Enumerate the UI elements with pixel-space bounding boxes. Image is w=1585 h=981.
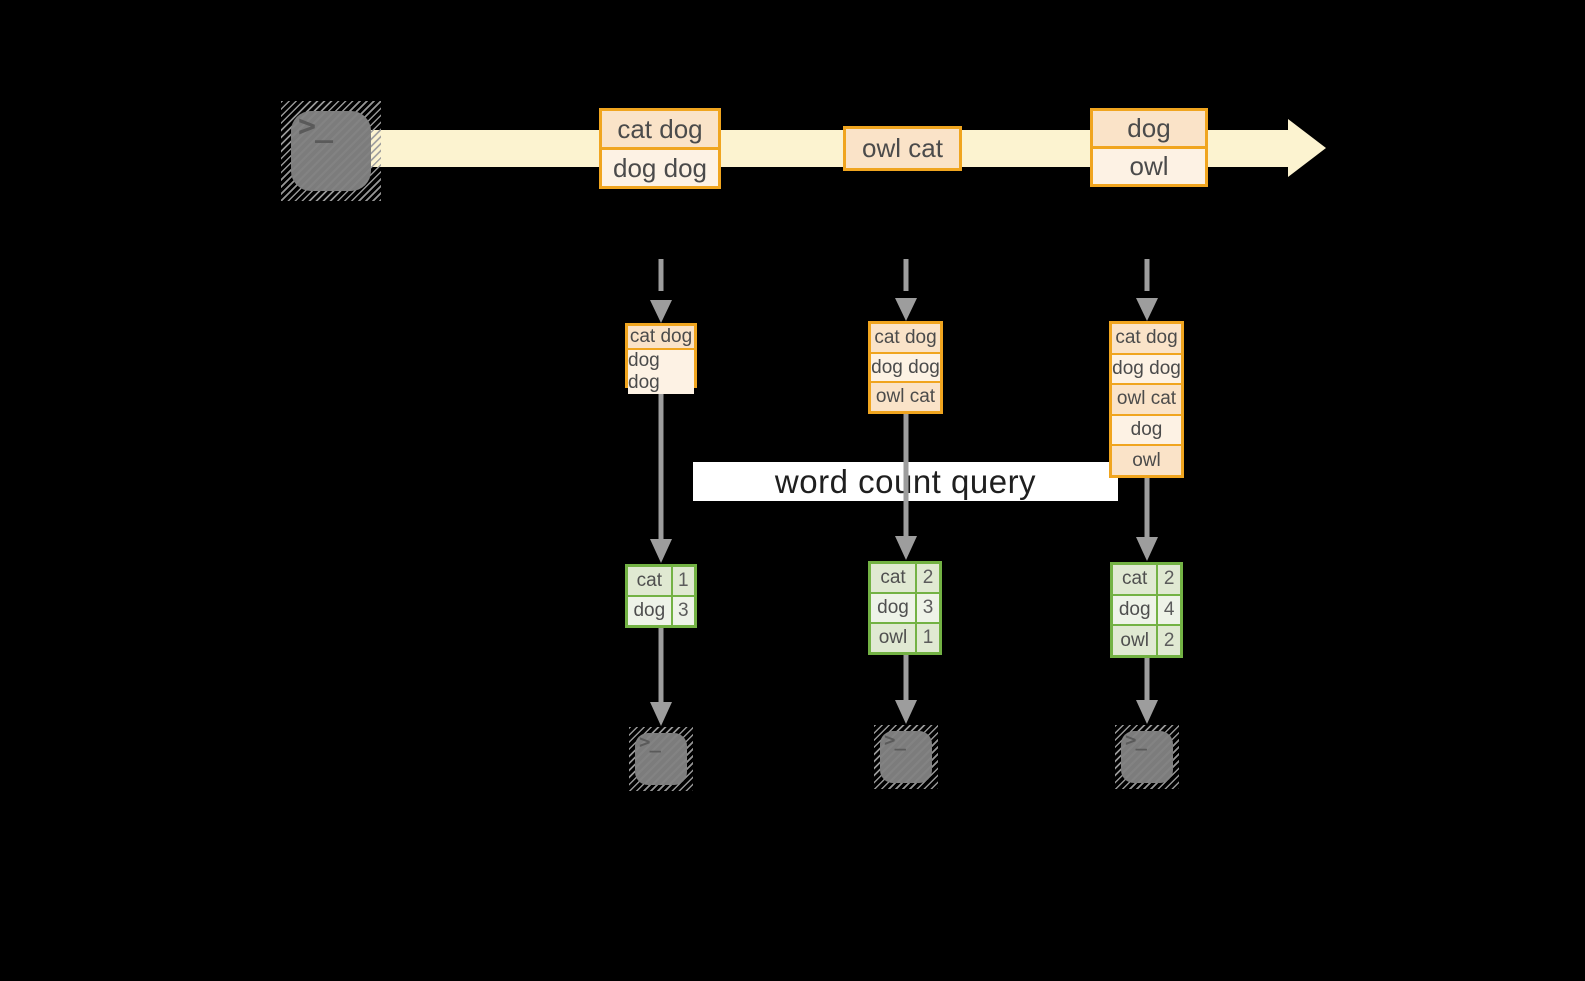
dashed-arrow-stage2 [895,259,917,321]
record: dog dog [871,351,940,382]
count-word: cat [871,564,917,592]
buffer-box-stage3: cat dog dog dog owl cat dog owl [1109,321,1184,478]
terminal-prompt-glyph: >_ [884,729,906,751]
count-row: owl 1 [871,622,939,652]
record: owl cat [871,381,940,412]
record: owl cat [1112,383,1181,414]
count-value: 2 [1158,565,1180,594]
buffer-box-stage2: cat dog dog dog owl cat [868,321,943,414]
sink-terminal-icon-stage2: >_ [874,725,938,789]
buffer-box-stage1: cat dog dog dog [625,323,697,394]
record: dog dog [628,348,694,394]
record: owl cat [846,129,959,168]
count-value: 1 [917,624,939,652]
count-word: dog [628,597,673,625]
record: dog [1112,413,1181,445]
query-arrow-stage3 [1136,477,1158,561]
source-terminal-icon: >_ [281,101,381,201]
sink-arrow-stage3 [1136,657,1158,724]
record: cat dog [628,326,694,348]
terminal-body [635,733,687,785]
count-table-stage1: cat 1 dog 3 [625,564,697,628]
record: dog dog [602,147,718,186]
count-value: 4 [1158,595,1180,625]
count-value: 1 [672,567,694,595]
terminal-prompt-glyph: >_ [1125,729,1147,751]
record: owl [1093,146,1205,184]
count-word: dog [1113,595,1159,625]
sink-terminal-icon-stage1: >_ [629,727,693,791]
sink-terminal-icon-stage3: >_ [1115,725,1179,789]
count-row: cat 2 [1113,565,1180,594]
stream-timeline-arrowhead [1288,119,1326,177]
query-label: word count query [774,462,1037,500]
count-row: cat 1 [628,567,694,595]
count-word: cat [1113,565,1159,594]
count-table-stage3: cat 2 dog 4 owl 2 [1110,562,1183,658]
terminal-body [880,731,932,783]
terminal-body [1121,731,1173,783]
count-value: 2 [1158,626,1180,656]
count-row: dog 3 [871,592,939,622]
count-word: cat [628,567,673,595]
terminal-prompt-glyph: >_ [639,731,661,753]
count-word: owl [1113,626,1159,656]
record: dog [1093,111,1205,146]
record: dog dog [1112,352,1181,384]
count-value: 3 [672,597,694,625]
record: cat dog [602,111,718,147]
timeline-event-box-3: dog owl [1090,108,1208,187]
dashed-arrow-stage1 [650,259,672,323]
record: cat dog [871,324,940,352]
terminal-body [291,111,371,191]
count-row: owl 2 [1113,624,1180,656]
count-row: cat 2 [871,564,939,592]
count-word: owl [871,624,917,652]
terminal-prompt-glyph: >_ [298,109,333,144]
dashed-arrow-stage3 [1136,259,1158,321]
timeline-event-box-2: owl cat [843,126,962,171]
record: cat dog [1112,324,1181,353]
query-arrow-stage1 [650,387,672,563]
count-row: dog 4 [1113,593,1180,625]
sink-arrow-stage2 [895,654,917,724]
record: owl [1112,444,1181,475]
count-word: dog [871,594,917,622]
count-table-stage2: cat 2 dog 3 owl 1 [868,561,942,655]
query-label-band: word count query [693,462,1118,501]
count-value: 2 [917,564,939,592]
count-value: 3 [917,594,939,622]
timeline-event-box-1: cat dog dog dog [599,108,721,189]
count-row: dog 3 [628,595,694,625]
sink-arrow-stage1 [650,627,672,726]
